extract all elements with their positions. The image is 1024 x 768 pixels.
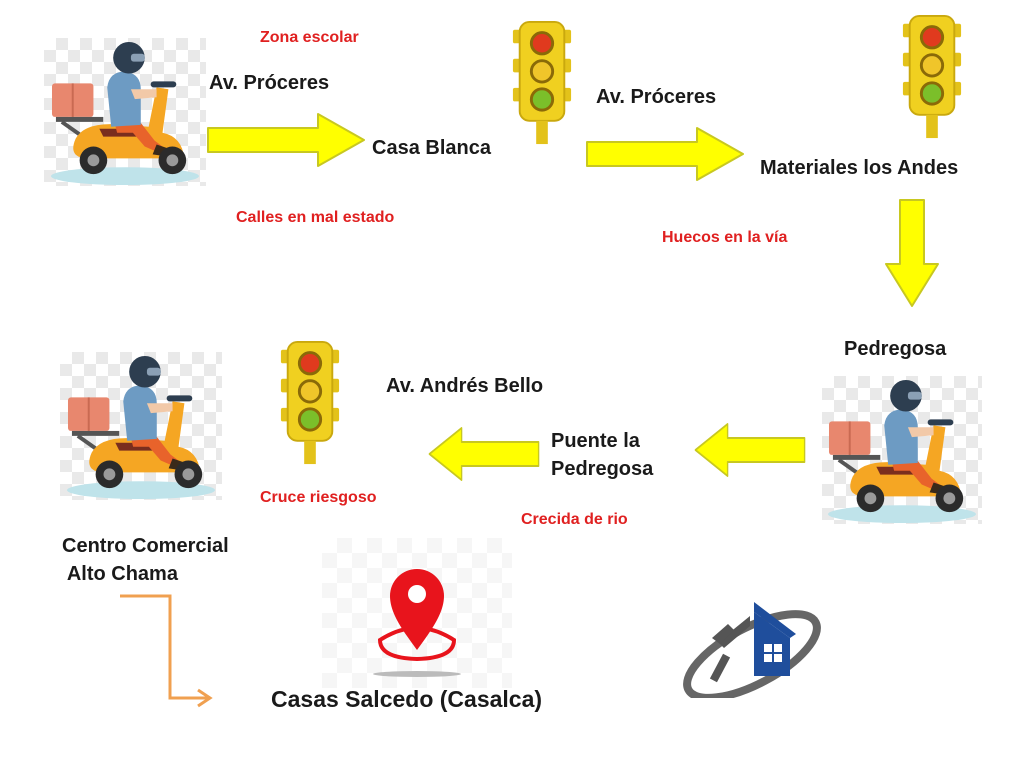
node-pedregosa: Pedregosa [844, 338, 947, 360]
flow-arrow-right-1 [206, 112, 366, 168]
delivery-scooter-icon [822, 376, 982, 524]
hazard-crecida-rio: Crecida de rio [521, 511, 628, 528]
flow-arrow-left-2 [428, 426, 540, 482]
flow-arrow-down [884, 198, 940, 308]
final-connector-arrow [120, 594, 213, 708]
hazard-calles-mal-estado: Calles en mal estado [236, 209, 395, 226]
traffic-light-icon [280, 340, 340, 466]
delivery-scooter-icon [60, 352, 222, 500]
node-puente-line2: Pedregosa [551, 458, 654, 480]
node-puente-line1: Puente la [551, 430, 640, 452]
location-pin-icon [322, 538, 512, 688]
flow-arrow-right-2 [585, 126, 745, 182]
node-casas-salcedo: Casas Salcedo (Casalca) [271, 686, 543, 712]
construction-house-logo-icon [672, 598, 826, 702]
traffic-light-icon [512, 20, 572, 146]
hazard-zona-escolar: Zona escolar [260, 29, 359, 46]
hazard-cruce-riesgoso: Cruce riesgoso [260, 489, 377, 506]
node-av-proceres-1: Av. Próceres [209, 72, 330, 94]
node-centro-line1: Centro Comercial [62, 535, 229, 557]
traffic-light-icon [902, 14, 962, 140]
node-centro-line2: Alto Chama [62, 563, 178, 585]
delivery-scooter-icon [44, 38, 206, 186]
node-av-proceres-2: Av. Próceres [596, 86, 717, 108]
node-materiales-los-andes: Materiales los Andes [760, 157, 959, 179]
node-casa-blanca: Casa Blanca [372, 137, 491, 159]
hazard-huecos-via: Huecos en la vía [662, 229, 788, 246]
node-av-andres-bello: Av. Andrés Bello [386, 375, 544, 397]
flow-arrow-left-1 [694, 422, 806, 478]
